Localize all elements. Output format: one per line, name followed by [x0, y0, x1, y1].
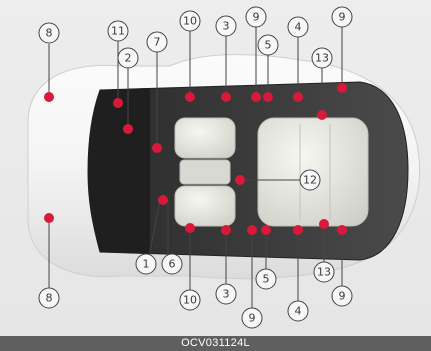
marker-dot: [44, 213, 54, 223]
callout-label: 7: [154, 36, 161, 49]
callout: 10: [180, 290, 200, 310]
windshield: [88, 88, 150, 254]
callout-label: 2: [125, 52, 132, 65]
marker-dot: [251, 92, 261, 102]
callout-label: 5: [265, 39, 272, 52]
marker-dot: [293, 225, 303, 235]
callout: 4: [288, 301, 308, 321]
callout: 2: [118, 48, 138, 68]
callout-label: 13: [315, 52, 329, 65]
callout: 10: [180, 11, 200, 31]
callout-label: 9: [339, 290, 346, 303]
marker-dot: [235, 175, 245, 185]
callout: 1: [136, 254, 156, 274]
callout: 13: [314, 262, 334, 282]
car-diagram: 8 11 2 7 10 3: [0, 0, 431, 336]
callout-label: 5: [263, 273, 270, 286]
callout-label: 13: [317, 266, 331, 279]
callout-label: 4: [295, 305, 302, 318]
callout: 5: [256, 269, 276, 289]
marker-dot: [221, 225, 231, 235]
marker-dot: [113, 98, 123, 108]
front-seat-top: [175, 118, 235, 158]
marker-dot: [221, 92, 231, 102]
marker-dot: [185, 92, 195, 102]
callout: 13: [312, 48, 332, 68]
callout: 9: [242, 308, 262, 328]
callout: 5: [258, 35, 278, 55]
callout: 7: [147, 32, 167, 52]
center-console: [180, 160, 230, 184]
callout: 11: [108, 21, 128, 41]
callout-label: 12: [303, 174, 317, 187]
marker-dot: [123, 124, 133, 134]
callout: 4: [288, 17, 308, 37]
callout-label: 9: [339, 11, 346, 24]
callout-label: 9: [253, 11, 260, 24]
callout: 8: [39, 23, 59, 43]
marker-dot: [337, 83, 347, 93]
callout: 9: [332, 7, 352, 27]
callout: 8: [39, 288, 59, 308]
callout-label: 10: [183, 15, 197, 28]
marker-dot: [247, 225, 257, 235]
callout-label: 8: [46, 27, 53, 40]
marker-dot: [263, 92, 273, 102]
callout-label: 10: [183, 294, 197, 307]
callout-label: 1: [143, 258, 150, 271]
callout: 6: [162, 254, 182, 274]
callout: 3: [216, 284, 236, 304]
marker-dot: [261, 225, 271, 235]
marker-dot: [317, 110, 327, 120]
marker-dot: [185, 223, 195, 233]
callout: 9: [246, 7, 266, 27]
front-seat-bottom: [175, 186, 235, 226]
callout-label: 3: [223, 288, 230, 301]
callout: 3: [216, 16, 236, 36]
callout-label: 8: [46, 292, 53, 305]
marker-dot: [319, 219, 329, 229]
callout-label: 4: [295, 21, 302, 34]
callout: 9: [332, 286, 352, 306]
callout-label: 3: [223, 20, 230, 33]
marker-dot: [337, 225, 347, 235]
marker-dot: [158, 195, 168, 205]
diagram-canvas: 8 11 2 7 10 3: [0, 0, 431, 336]
marker-dot: [152, 143, 162, 153]
figure-code: OCV031124L: [0, 336, 431, 351]
marker-dot: [293, 92, 303, 102]
callout: 12: [300, 170, 320, 190]
callout-label: 6: [169, 258, 176, 271]
marker-dot: [44, 92, 54, 102]
callout-label: 9: [249, 312, 256, 325]
callout-label: 11: [111, 25, 125, 38]
